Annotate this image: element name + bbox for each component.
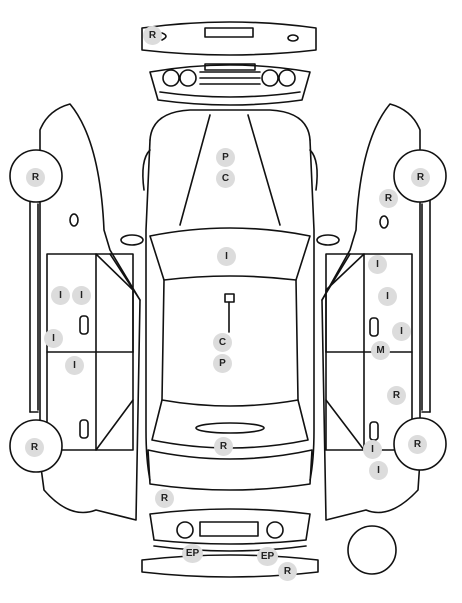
- marker-left-rear-wheel[interactable]: R: [25, 438, 44, 457]
- spare-tyre: [347, 525, 397, 575]
- marker-left-rear-door[interactable]: I: [65, 356, 84, 375]
- marker-right-door-3[interactable]: I: [392, 322, 411, 341]
- marker-right-door-1[interactable]: I: [368, 255, 387, 274]
- marker-rear-ep-right[interactable]: EP: [257, 547, 278, 566]
- marker-roof-c[interactable]: C: [213, 333, 232, 352]
- marker-hood-p[interactable]: P: [216, 148, 235, 167]
- marker-right-rear-wheel[interactable]: R: [408, 435, 427, 454]
- marker-right-lower-1[interactable]: I: [363, 440, 382, 459]
- marker-rear-bumper[interactable]: R: [278, 562, 297, 581]
- right-side-view: [321, 103, 447, 521]
- marker-right-rear-door[interactable]: R: [387, 386, 406, 405]
- marker-left-front-door-2[interactable]: I: [72, 286, 91, 305]
- marker-right-front-wheel[interactable]: R: [411, 168, 430, 187]
- marker-rear-glass[interactable]: R: [214, 437, 233, 456]
- front-grille-view: [149, 63, 311, 106]
- marker-right-m[interactable]: M: [371, 341, 390, 360]
- marker-left-front-door-1[interactable]: I: [51, 286, 70, 305]
- marker-right-lower-2[interactable]: I: [369, 461, 388, 480]
- marker-roof-p[interactable]: P: [213, 354, 232, 373]
- marker-rear-corner[interactable]: R: [155, 489, 174, 508]
- marker-left-front-wheel[interactable]: R: [26, 168, 45, 187]
- marker-right-door-2[interactable]: I: [378, 287, 397, 306]
- marker-windshield[interactable]: I: [217, 247, 236, 266]
- left-side-view: [9, 103, 141, 521]
- top-view-body: [120, 109, 340, 491]
- marker-hood-c[interactable]: C: [216, 169, 235, 188]
- marker-right-mirror-area[interactable]: R: [379, 189, 398, 208]
- front-bumper-view: [141, 21, 317, 56]
- marker-rear-ep-left[interactable]: EP: [182, 544, 203, 563]
- marker-top-bumper[interactable]: R: [143, 26, 162, 45]
- marker-left-pillar[interactable]: I: [44, 329, 63, 348]
